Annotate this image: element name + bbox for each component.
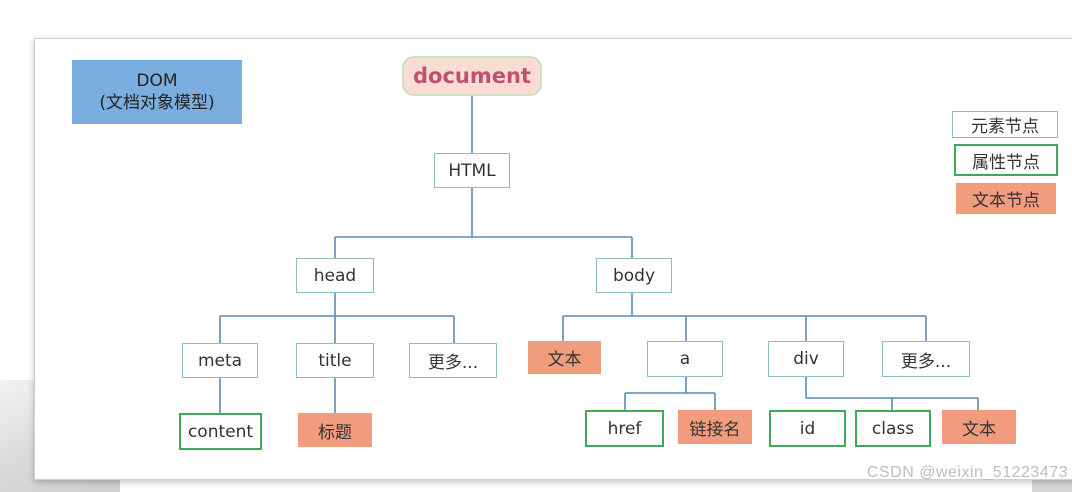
head-more-node: 更多... xyxy=(409,343,497,378)
legend-attribute-node: 属性节点 xyxy=(954,144,1058,176)
div-node: div xyxy=(768,341,844,377)
legend-text-node: 文本节点 xyxy=(956,183,1056,214)
content-attribute-node: content xyxy=(179,413,262,450)
watermark: CSDN @weixin_51223473 xyxy=(866,464,1068,481)
title-text-node: 标题 xyxy=(298,413,372,447)
title-node: title xyxy=(296,343,374,378)
body-node: body xyxy=(596,258,672,293)
href-attribute-node: href xyxy=(585,410,664,447)
legend-element-node: 元素节点 xyxy=(952,111,1058,138)
dom-label-title: DOM xyxy=(136,71,178,91)
head-node: head xyxy=(296,258,374,293)
dom-label-box: DOM (文档对象模型) xyxy=(72,60,242,124)
link-name-text-node: 链接名 xyxy=(678,410,752,444)
body-more-node: 更多... xyxy=(882,341,970,377)
a-node: a xyxy=(647,341,723,377)
body-text-node: 文本 xyxy=(528,341,601,374)
meta-node: meta xyxy=(182,343,258,378)
document-node: document xyxy=(402,56,542,96)
dom-label-subtitle: (文档对象模型) xyxy=(99,93,215,113)
class-attribute-node: class xyxy=(855,410,931,447)
html-node: HTML xyxy=(434,153,510,188)
div-text-node: 文本 xyxy=(942,410,1016,444)
id-attribute-node: id xyxy=(769,410,846,447)
